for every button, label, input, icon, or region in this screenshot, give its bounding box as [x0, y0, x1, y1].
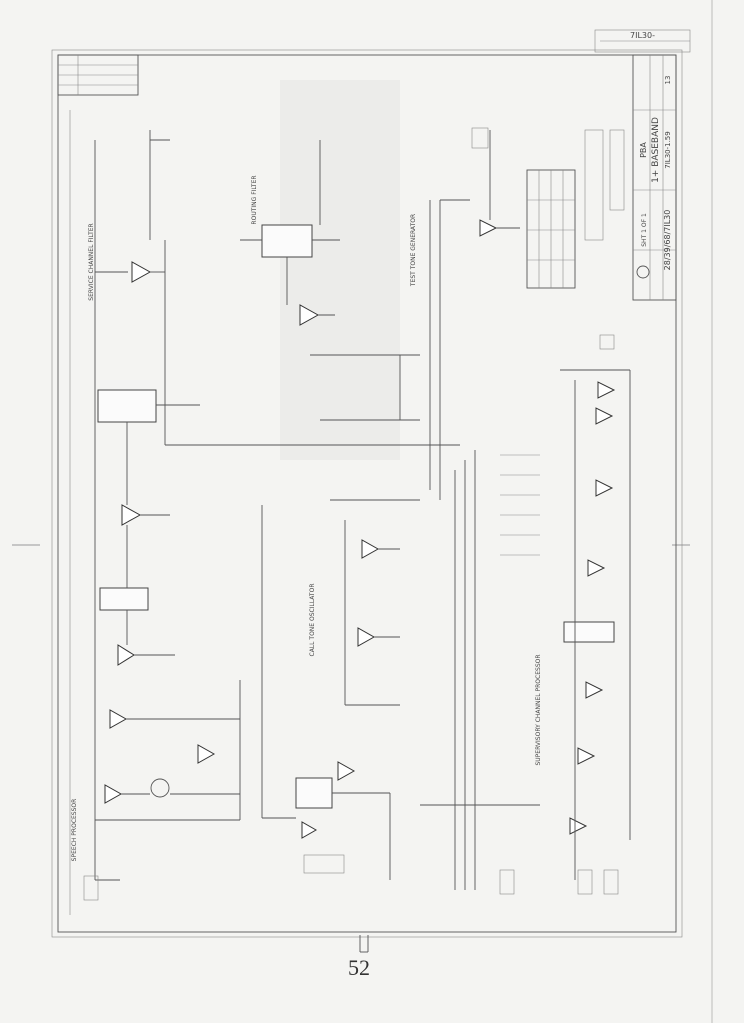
op-amp — [131, 261, 152, 283]
op-amp — [595, 479, 614, 497]
op-amp — [587, 559, 606, 577]
label-supervisory-channel: SUPERVISORY CHANNEL PROCESSOR — [535, 654, 542, 765]
rev-code: 13 — [664, 76, 672, 85]
page-number: 52 — [348, 955, 370, 980]
top-number-strip: 7IL30- — [594, 29, 691, 53]
op-amp — [299, 304, 320, 326]
legend-table — [526, 129, 625, 289]
drawing-border — [51, 49, 683, 938]
supervisory-channel-block: SUPERVISORY CHANNEL PROCESSOR — [420, 334, 631, 895]
op-amp — [479, 219, 498, 237]
call-tone-oscillator-block: CALL TONE OSCILLATOR — [261, 499, 420, 880]
op-amp — [569, 817, 588, 835]
label-service-channel-filter: SERVICE CHANNEL FILTER — [88, 223, 95, 300]
op-amp — [357, 627, 376, 647]
op-amp — [597, 381, 616, 399]
sheet-tab — [359, 935, 369, 953]
label-test-tone-generator: TEST TONE GENERATOR — [410, 214, 417, 287]
label-routing-filter: ROUTING FILTER — [251, 175, 258, 224]
op-amp — [595, 407, 614, 425]
speech-processor-chain: SPEECH PROCESSOR SERVICE CHANNEL FILTER — [69, 110, 460, 915]
op-amp — [197, 744, 216, 764]
label-speech-processor: SPEECH PROCESSOR — [71, 799, 78, 862]
routing-filter-ic — [261, 224, 313, 258]
sheet-ref: SHT 1 OF 1 — [641, 213, 648, 247]
op-amp — [301, 821, 318, 839]
title-block: 1+ BASEBAND PBA 7IL30-1.59 28/39/68/7IL3… — [632, 54, 677, 301]
op-amp — [109, 709, 128, 729]
op-amp — [361, 539, 380, 559]
revision-block — [57, 54, 139, 96]
title-block-line1: 1+ BASEBAND — [651, 117, 661, 183]
relay-block — [563, 621, 615, 643]
oscillator-ic — [295, 777, 333, 809]
drawing-title: 28/39/68/7IL30 — [663, 210, 672, 271]
op-amp — [337, 761, 356, 781]
op-amp — [104, 784, 123, 804]
op-amp — [577, 747, 596, 765]
drawing-number-side: 7IL30-1.59 — [664, 131, 672, 168]
op-amp — [585, 681, 604, 699]
title-block-line2: PBA — [639, 142, 648, 158]
drawing-number-top: 7IL30- — [630, 31, 655, 40]
relay-block — [99, 587, 149, 611]
op-amp — [117, 644, 135, 666]
op-amp — [121, 504, 142, 526]
label-call-tone-oscillator: CALL TONE OSCILLATOR — [309, 584, 316, 657]
routing-filter-block: ROUTING FILTER TEST TONE GENERATOR — [240, 127, 520, 500]
filter-ic — [97, 389, 157, 423]
